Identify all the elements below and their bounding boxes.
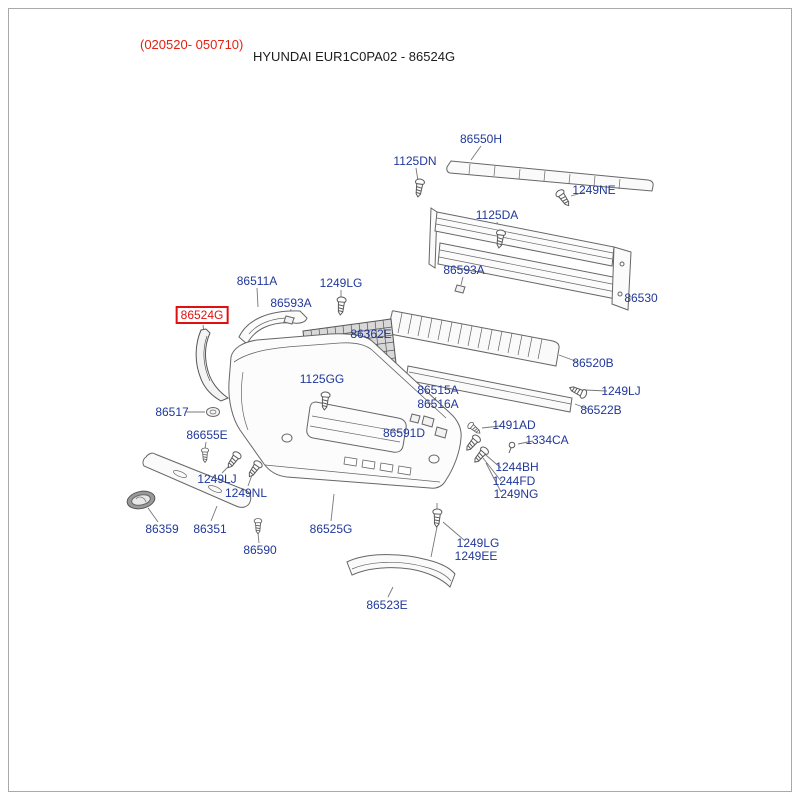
part-drawing-86550h (446, 160, 654, 192)
bolt-1249lj-right (567, 383, 589, 400)
part-drawing-86593a-right (454, 284, 466, 294)
part-label-86359[interactable]: 86359 (145, 522, 179, 536)
part-label-86516a[interactable]: 86516A (417, 397, 459, 411)
part-label-86523e[interactable]: 86523E (366, 598, 408, 612)
part-drawing-86523e (346, 554, 456, 588)
part-label-1491ad[interactable]: 1491AD (492, 418, 536, 432)
part-label-86593a-left[interactable]: 86593A (270, 296, 312, 310)
part-label-86522b[interactable]: 86522B (580, 403, 622, 417)
part-drawing-86591d (409, 413, 421, 424)
part-label-86591d[interactable]: 86591D (382, 426, 426, 440)
part-label-1334ca[interactable]: 1334CA (525, 433, 569, 447)
part-label-1249lj-left[interactable]: 1249LJ (197, 472, 237, 486)
bolt-1249lg-lower (431, 508, 443, 528)
part-label-86511a[interactable]: 86511A (236, 274, 278, 288)
part-drawing-86517 (206, 407, 220, 417)
part-label-86655e[interactable]: 86655E (186, 428, 228, 442)
part-drawing-1334ca (508, 441, 516, 454)
part-label-86550h[interactable]: 86550H (459, 132, 503, 146)
part-label-86524g-highlighted[interactable]: 86524G (175, 306, 229, 324)
part-label-1249lj-right[interactable]: 1249LJ (601, 384, 641, 398)
part-drawing-86524g (195, 328, 230, 402)
date-range-text: (020520- 050710) (140, 37, 244, 52)
bolt-1249lg-upper (335, 296, 347, 316)
clip-86655e (200, 447, 210, 463)
part-drawing-86515a (421, 415, 435, 428)
part-drawing-86525g (228, 333, 462, 489)
part-label-86530[interactable]: 86530 (624, 291, 658, 305)
part-drawing-86516a (434, 426, 448, 439)
part-label-86520b[interactable]: 86520B (572, 356, 614, 370)
part-label-1244bh[interactable]: 1244BH (495, 460, 539, 474)
part-label-86515a[interactable]: 86515A (417, 383, 459, 397)
part-label-1249ee[interactable]: 1249EE (454, 549, 498, 563)
part-label-1249lg-upper[interactable]: 1249LG (319, 276, 363, 290)
bolt-1249nl (245, 458, 264, 480)
part-label-86351[interactable]: 86351 (193, 522, 227, 536)
part-label-86593a-right[interactable]: 86593A (443, 263, 485, 277)
part-label-86362e[interactable]: 86362E (350, 327, 392, 341)
part-drawing-86351 (142, 452, 252, 508)
part-label-1249nl[interactable]: 1249NL (224, 486, 268, 500)
part-label-1244fd[interactable]: 1244FD (492, 474, 536, 488)
part-label-1249ne[interactable]: 1249NE (572, 183, 616, 197)
part-drawing-86530 (428, 207, 632, 311)
part-label-1125da[interactable]: 1125DA (475, 208, 519, 222)
part-drawing-86520b (387, 310, 560, 367)
page-title: HYUNDAI EUR1C0PA02 - 86524G (253, 49, 456, 64)
part-label-1125dn[interactable]: 1125DN (393, 154, 437, 168)
part-label-1249lg-lower[interactable]: 1249LG (456, 536, 500, 550)
bolt-1249ne (554, 187, 573, 209)
part-drawing-86593a-left (283, 315, 295, 325)
part-drawing-86359 (126, 490, 156, 510)
screw-1491ad (466, 420, 483, 437)
part-label-1125gg[interactable]: 1125GG (299, 372, 345, 386)
part-label-86590[interactable]: 86590 (243, 543, 277, 557)
part-label-86517[interactable]: 86517 (155, 405, 189, 419)
clip-86590 (253, 518, 263, 535)
bolt-1125dn (412, 177, 426, 199)
bolt-1244bh (462, 432, 483, 454)
part-label-1249ng[interactable]: 1249NG (493, 487, 539, 501)
part-label-86525g[interactable]: 86525G (309, 522, 353, 536)
bolt-1244fd (470, 444, 491, 466)
